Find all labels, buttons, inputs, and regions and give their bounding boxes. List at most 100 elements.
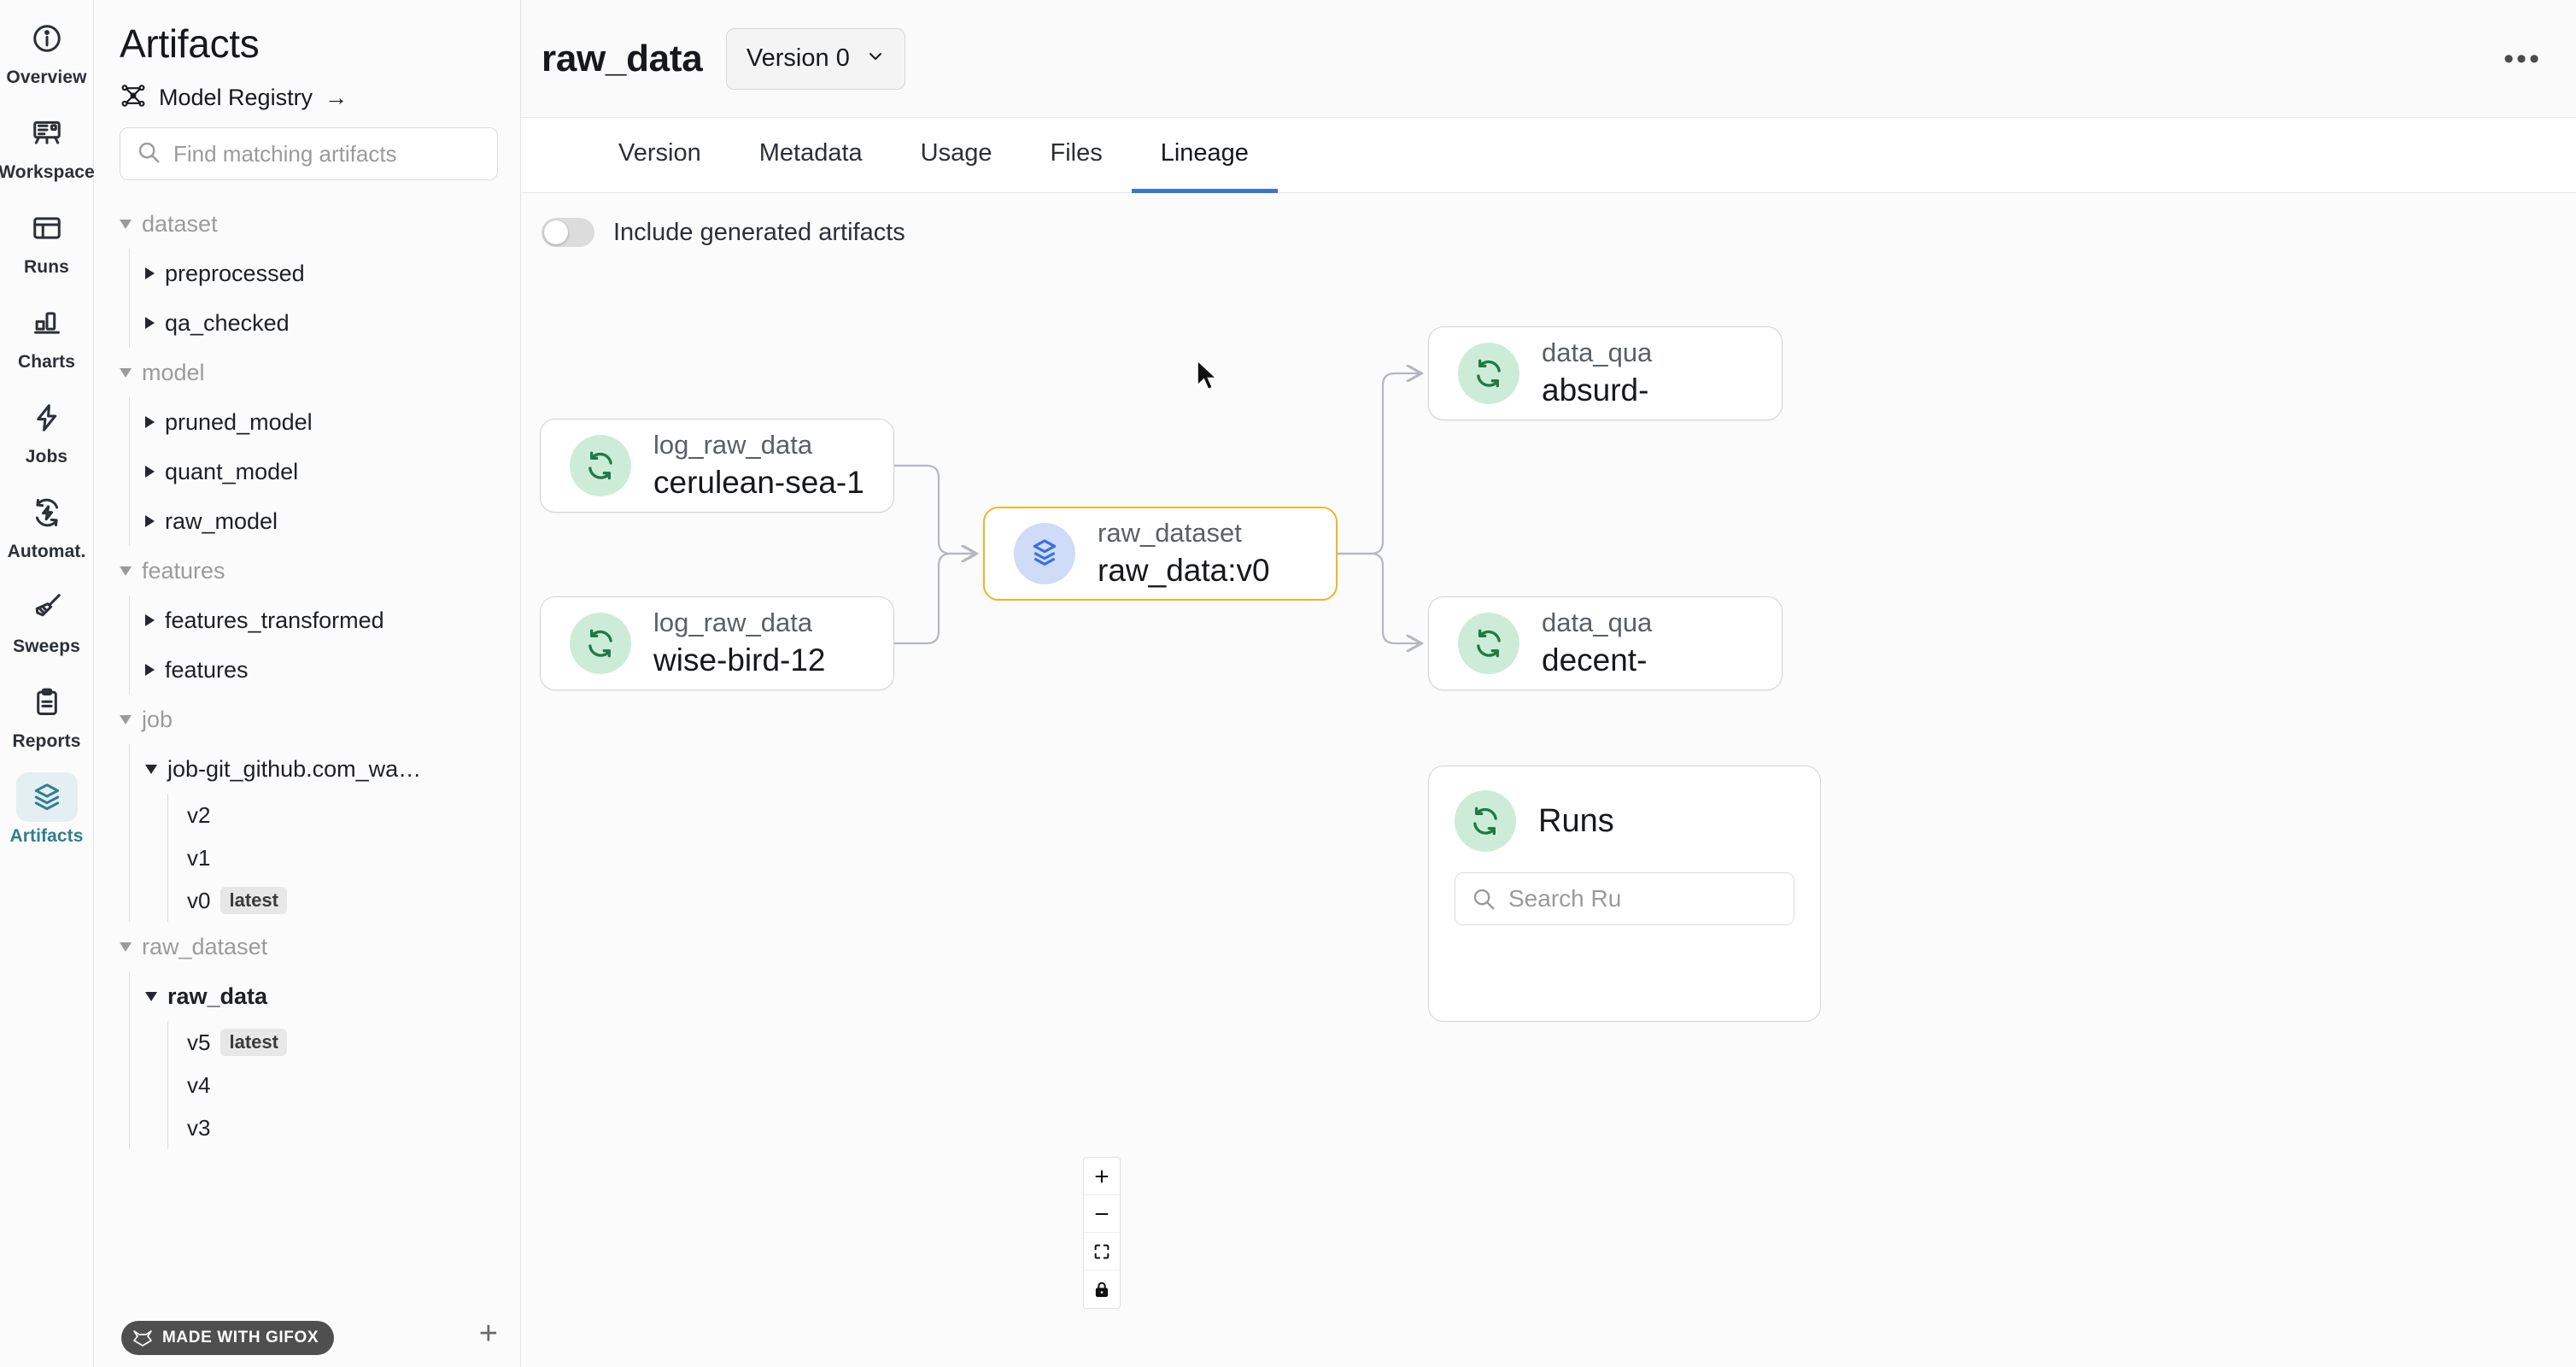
run-sync-icon (1458, 343, 1519, 404)
run-sync-icon (570, 613, 631, 674)
zoom-out-icon[interactable] (1084, 1195, 1120, 1233)
model-registry-link[interactable]: Model Registry → (94, 80, 520, 127)
tree-artifact-job-git_githubcom_wa[interactable]: job-git_github.com_wa… (145, 744, 520, 794)
tree-group-label: raw_dataset (142, 933, 268, 959)
search-icon (1473, 889, 1495, 910)
tree-group-dataset[interactable]: dataset (120, 199, 520, 249)
page-title: Artifacts (120, 21, 260, 66)
tree-group-features[interactable]: features (120, 546, 520, 595)
tab-files[interactable]: Files (1050, 139, 1103, 167)
tree-artifact-features[interactable]: features (145, 645, 520, 695)
tree-version-v1[interactable]: v1 (187, 836, 520, 879)
artifact-tabs[interactable]: Version Metadata Usage Files Lineage (521, 118, 2576, 193)
info-circle-icon (16, 14, 78, 63)
tree-artifact-label: raw_model (165, 507, 278, 534)
chevron-down-icon (120, 714, 132, 725)
chevron-right-icon (145, 267, 155, 279)
tree-version-label: v2 (187, 801, 211, 828)
rail-item-label: Artifacts (9, 826, 84, 846)
tree-artifact-label: features_transformed (165, 607, 384, 633)
tree-version-v3[interactable]: v3 (187, 1106, 520, 1149)
include-generated-row: Include generated artifacts (521, 193, 2576, 272)
chevron-right-icon (145, 664, 155, 676)
add-artifact-button[interactable]: + (478, 1316, 498, 1352)
tab-lineage[interactable]: Lineage (1131, 118, 1278, 193)
tree-version-label: v5 (187, 1029, 211, 1055)
toggle-knob (544, 220, 568, 244)
runs-search-input[interactable]: Search Ru (1455, 872, 1794, 925)
chevron-down-icon (145, 991, 157, 1001)
gifox-watermark-label: MADE WITH GIFOX (162, 1329, 319, 1346)
tree-group-job[interactable]: job (120, 695, 520, 744)
tree-version-v2[interactable]: v2 (187, 794, 520, 836)
tree-artifact-qa_checked[interactable]: qa_checked (145, 298, 520, 348)
tree-artifact-raw_model[interactable]: raw_model (145, 496, 520, 546)
lock-icon[interactable] (1084, 1270, 1120, 1308)
tree-artifact-label: preprocessed (165, 260, 305, 286)
model-registry-label: Model Registry (159, 85, 313, 110)
tab-metadata[interactable]: Metadata (758, 139, 863, 167)
tree-version-v5[interactable]: v5 latest (187, 1021, 520, 1064)
layers-icon (1014, 523, 1075, 584)
tree-artifact-label: features (165, 656, 249, 683)
chevron-down-icon (120, 566, 132, 576)
runs-search-placeholder: Search Ru (1508, 885, 1622, 912)
fit-view-icon[interactable] (1084, 1233, 1120, 1270)
rail-item-reports[interactable]: Reports (4, 678, 90, 752)
tree-group-raw_dataset[interactable]: raw_dataset (120, 922, 520, 971)
rail-item-runs[interactable]: Runs (4, 203, 90, 278)
overflow-menu-button[interactable]: ••• (2503, 42, 2542, 75)
rail-item-label: Jobs (25, 447, 68, 466)
tree-group-label: job (142, 706, 173, 732)
tree-artifact-label: quant_model (165, 458, 299, 484)
latest-badge: latest (220, 1029, 287, 1056)
zoom-in-icon[interactable] (1084, 1158, 1120, 1195)
chevron-down-icon (120, 367, 132, 378)
rail-item-label: Reports (12, 731, 81, 751)
rail-item-jobs[interactable]: Jobs (4, 393, 90, 467)
rail-item-automat[interactable]: Automat. (4, 488, 90, 562)
rail-item-overview[interactable]: Overview (4, 14, 90, 88)
tree-artifact-features_transformed[interactable]: features_transformed (145, 595, 520, 645)
search-artifacts-input[interactable]: Find matching artifacts (120, 127, 498, 180)
chevron-down-icon (145, 764, 157, 774)
tab-version[interactable]: Version (618, 139, 701, 167)
tree-group-children: preprocessed qa_checked (129, 249, 520, 348)
include-generated-toggle[interactable] (542, 218, 594, 247)
lineage-node-name: cerulean-sea-1 (653, 465, 864, 501)
broom-icon (16, 583, 78, 632)
gifox-watermark: MADE WITH GIFOX (121, 1321, 335, 1355)
tree-version-v4[interactable]: v4 (187, 1064, 520, 1106)
chevron-right-icon (145, 466, 155, 478)
tab-usage[interactable]: Usage (920, 139, 992, 167)
chevron-right-icon (145, 416, 155, 428)
tree-artifact-raw_data[interactable]: raw_data (145, 971, 520, 1021)
lineage-node-type: data_qua (1542, 607, 1653, 638)
chevron-down-icon (120, 942, 132, 952)
chevron-right-icon (145, 317, 155, 329)
tree-artifact-preprocessed[interactable]: preprocessed (145, 249, 520, 298)
lineage-edge (1338, 552, 1420, 643)
tree-artifact-quant_model[interactable]: quant_model (145, 447, 520, 496)
rail-item-sweeps[interactable]: Sweeps (4, 583, 90, 657)
version-select[interactable]: Version 0 (726, 27, 906, 90)
bar-chart-icon (16, 298, 78, 348)
zoom-controls[interactable] (1083, 1157, 1121, 1309)
tree-group-model[interactable]: model (120, 348, 520, 397)
tree-artifact-pruned_model[interactable]: pruned_model (145, 397, 520, 447)
rail-item-artifacts[interactable]: Artifacts (4, 772, 90, 847)
rail-item-charts[interactable]: Charts (4, 298, 90, 373)
tree-group-label: model (142, 359, 205, 385)
rail-item-workspace[interactable]: Workspace (0, 109, 95, 183)
